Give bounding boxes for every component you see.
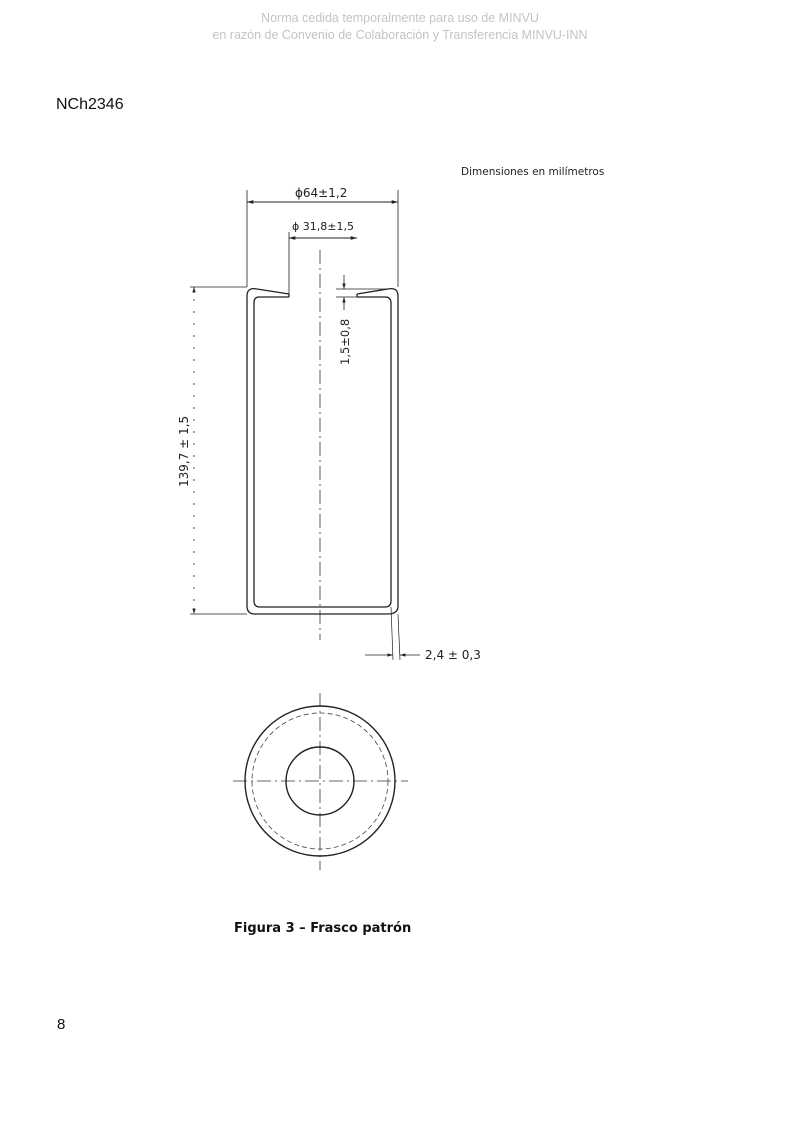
jar-section — [246, 288, 399, 615]
lip-gap-label: 1,5±0,8 — [338, 319, 352, 365]
watermark-line-2: en razón de Convenio de Colaboración y T… — [212, 28, 588, 42]
page-number: 8 — [57, 1016, 66, 1033]
height-label: 139,7 ± 1,5 — [177, 416, 191, 487]
inner-diameter-label: ϕ 31,8±1,5 — [292, 220, 354, 233]
watermark-line-1: Norma cedida temporalmente para uso de M… — [261, 11, 539, 25]
wall-thickness-label: 2,4 ± 0,3 — [425, 648, 481, 662]
units-note: Dimensiones en milímetros — [461, 166, 604, 178]
outer-diameter-label: ϕ64±1,2 — [295, 186, 347, 200]
document-code: NCh2346 — [56, 96, 124, 113]
figure-caption: Figura 3 – Frasco patrón — [234, 921, 411, 936]
jar-top-view — [233, 693, 408, 870]
